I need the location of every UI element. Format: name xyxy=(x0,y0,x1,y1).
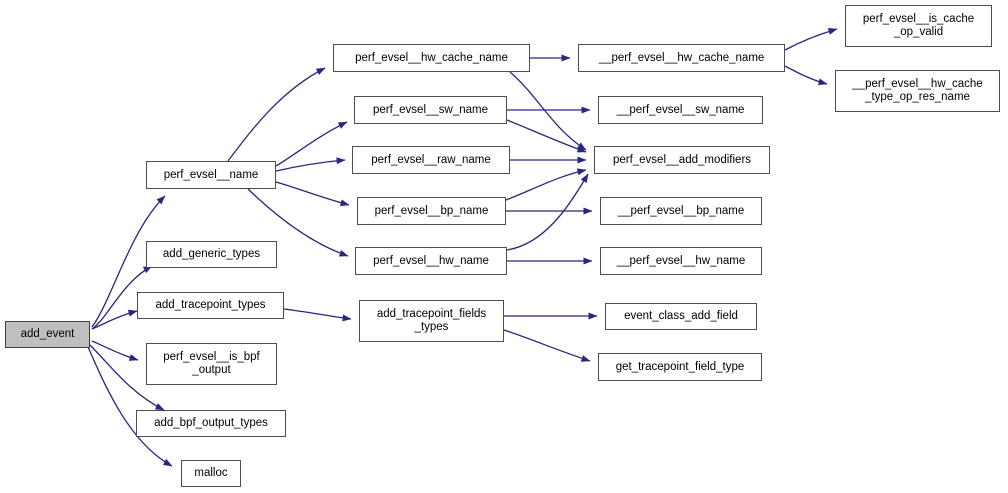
graph-node-__perf_evsel__hw_cache_name[interactable]: __perf_evsel__hw_cache_name xyxy=(578,44,785,72)
graph-node-__perf_evsel__hw_name[interactable]: __perf_evsel__hw_name xyxy=(600,247,762,275)
graph-edges xyxy=(87,28,838,467)
graph-node-add_event[interactable]: add_event xyxy=(5,321,90,348)
graph-edge xyxy=(505,168,587,201)
graph-node-perf_evsel__hw_name[interactable]: perf_evsel__hw_name xyxy=(355,247,507,275)
graph-node-add_tracepoint_fields_types[interactable]: add_tracepoint_fields _types xyxy=(359,300,504,342)
graph-node-event_class_add_field[interactable]: event_class_add_field xyxy=(605,303,757,330)
graph-edge xyxy=(275,181,350,207)
graph-node-perf_evsel__add_modifiers[interactable]: perf_evsel__add_modifiers xyxy=(594,146,770,174)
graph-edge xyxy=(227,67,326,162)
graph-node-__perf_evsel__bp_name[interactable]: __perf_evsel__bp_name xyxy=(600,197,762,225)
graph-node-get_tracepoint_field_type[interactable]: get_tracepoint_field_type xyxy=(598,353,762,381)
graph-edge xyxy=(247,188,349,257)
graph-node-add_bpf_output_types[interactable]: add_bpf_output_types xyxy=(136,410,286,437)
graph-edge xyxy=(91,195,166,328)
graph-node-perf_evsel__is_bpf_output[interactable]: perf_evsel__is_bpf _output xyxy=(146,343,277,385)
graph-edge xyxy=(275,157,346,172)
graph-edge xyxy=(784,65,828,86)
graph-node-perf_evsel__hw_cache_name[interactable]: perf_evsel__hw_cache_name xyxy=(333,44,530,72)
graph-node-perf_evsel__sw_name[interactable]: perf_evsel__sw_name xyxy=(354,96,507,124)
graph-node-perf_evsel__is_cache_op_valid[interactable]: perf_evsel__is_cache _op_valid xyxy=(845,5,992,47)
graph-edge xyxy=(503,329,591,362)
graph-node-add_generic_types[interactable]: add_generic_types xyxy=(146,241,277,268)
graph-edge xyxy=(91,309,138,330)
graph-node-malloc[interactable]: malloc xyxy=(181,460,241,487)
graph-node-perf_evsel__raw_name[interactable]: perf_evsel__raw_name xyxy=(352,146,510,174)
graph-node-perf_evsel__name[interactable]: perf_evsel__name xyxy=(146,161,276,189)
graph-edge xyxy=(506,119,587,153)
graph-edge xyxy=(89,344,165,411)
graph-edge xyxy=(283,308,352,322)
graph-edge xyxy=(87,346,173,467)
graph-node-perf_evsel__bp_name[interactable]: perf_evsel__bp_name xyxy=(357,197,506,225)
graph-node-__perf_evsel__sw_name[interactable]: __perf_evsel__sw_name xyxy=(598,96,763,124)
graph-edge xyxy=(91,340,139,361)
graph-edge xyxy=(275,121,348,167)
graph-node-add_tracepoint_types[interactable]: add_tracepoint_types xyxy=(137,292,284,319)
graph-edge xyxy=(509,71,587,151)
graph-node-__perf_evsel__hw_cache_type_op_res_name[interactable]: __perf_evsel__hw_cache _type_op_res_name xyxy=(835,70,1000,112)
graph-edge xyxy=(506,173,589,251)
graph-edge xyxy=(91,265,153,330)
graph-edge xyxy=(784,28,838,51)
